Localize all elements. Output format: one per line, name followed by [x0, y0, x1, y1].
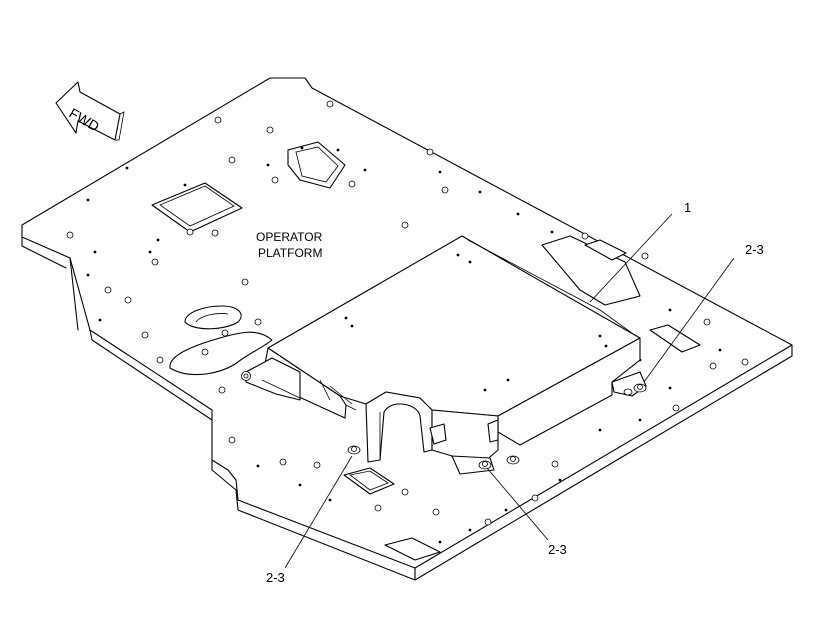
fastener-left-rear [241, 371, 251, 381]
component-item-1 [245, 235, 647, 475]
fwd-direction-arrow: FWD [55, 81, 125, 141]
callout-2-3-bottom-left: 2-3 [266, 570, 285, 585]
platform-label-line-2: PLATFORM [258, 246, 322, 260]
small-fastener-dots [86, 146, 722, 544]
fastener-right [623, 383, 647, 396]
fastener-rear-right [506, 455, 520, 465]
mounting-holes [66, 100, 749, 526]
callout-2-3-right: 2-3 [745, 242, 764, 257]
fasteners-items-2-3 [241, 371, 647, 470]
callout-2-3-bottom-center: 2-3 [548, 542, 567, 557]
platform-label-line-1: OPERATOR [256, 230, 323, 244]
callout-leaders [284, 213, 735, 569]
fastener-front-left [347, 445, 361, 455]
fastener-front-right [478, 460, 492, 470]
callout-1: 1 [684, 200, 691, 215]
